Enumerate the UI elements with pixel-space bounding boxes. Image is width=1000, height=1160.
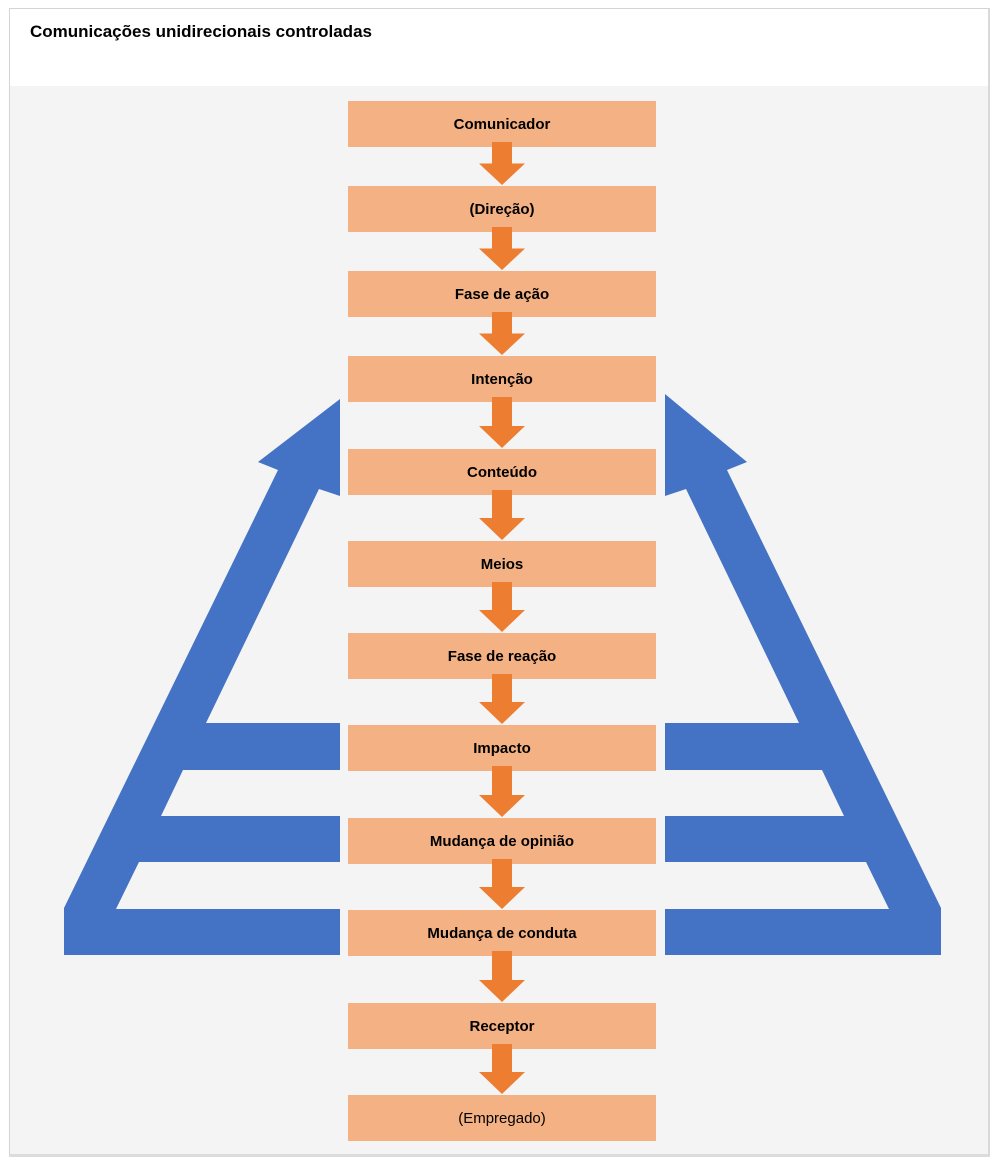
step-label: Impacto bbox=[473, 740, 531, 757]
step-box-shape bbox=[348, 101, 656, 147]
down-arrow-icon bbox=[479, 490, 525, 540]
step-box: Comunicador bbox=[348, 101, 656, 147]
down-arrow-icon bbox=[479, 674, 525, 724]
step-box-shape bbox=[348, 186, 656, 232]
down-arrow-icon bbox=[479, 582, 525, 632]
feedback-arrows bbox=[64, 394, 941, 955]
down-arrow-icon bbox=[479, 142, 525, 185]
step-box-shape bbox=[348, 725, 656, 771]
step-box: (Empregado) bbox=[348, 1095, 656, 1141]
step-box: Conteúdo bbox=[348, 449, 656, 495]
steps: Comunicador (Direção) Fase de açãoIntenção… bbox=[348, 101, 656, 1141]
feedback-arrow-right bbox=[665, 394, 941, 955]
step-box-shape bbox=[348, 633, 656, 679]
down-arrow-icon bbox=[479, 766, 525, 817]
step-box: Mudança de conduta bbox=[348, 910, 656, 956]
step-box-shape bbox=[348, 818, 656, 864]
down-arrow-icon bbox=[479, 1044, 525, 1094]
step-box: (Direção) bbox=[348, 186, 656, 232]
step-label: Comunicador bbox=[454, 116, 551, 133]
down-arrow-icon bbox=[479, 397, 525, 448]
step-label: Mudança de opinião bbox=[430, 833, 574, 850]
step-label: Meios bbox=[481, 556, 524, 573]
step-box-shape bbox=[348, 1003, 656, 1049]
page-title: Comunicações unidirecionais controladas bbox=[30, 22, 372, 41]
step-label: Fase de reação bbox=[448, 648, 556, 665]
header: Comunicações unidirecionais controladas bbox=[10, 9, 988, 87]
step-label: Intenção bbox=[471, 371, 533, 388]
step-box-shape bbox=[348, 910, 656, 956]
step-label: Mudança de conduta bbox=[427, 925, 577, 942]
step-box: Fase de reação bbox=[348, 633, 656, 679]
step-box: Impacto bbox=[348, 725, 656, 771]
down-arrows bbox=[479, 142, 525, 1094]
step-label: Fase de ação bbox=[455, 286, 549, 303]
step-box-shape bbox=[348, 1095, 656, 1141]
step-box: Receptor bbox=[348, 1003, 656, 1049]
down-arrow-icon bbox=[479, 227, 525, 270]
down-arrow-icon bbox=[479, 951, 525, 1002]
step-box-shape bbox=[348, 356, 656, 402]
step-box: Mudança de opinião bbox=[348, 818, 656, 864]
step-box: Meios bbox=[348, 541, 656, 587]
down-arrow-icon bbox=[479, 312, 525, 355]
step-box-shape bbox=[348, 541, 656, 587]
step-label: (Direção) bbox=[469, 201, 534, 218]
step-box-shape bbox=[348, 271, 656, 317]
step-box: Intenção bbox=[348, 356, 656, 402]
step-box: Fase de ação bbox=[348, 271, 656, 317]
step-label: (Empregado) bbox=[458, 1110, 546, 1127]
down-arrow-icon bbox=[479, 859, 525, 909]
step-box-shape bbox=[348, 449, 656, 495]
feedback-arrow-left bbox=[64, 399, 340, 955]
step-label: Conteúdo bbox=[467, 464, 537, 481]
step-label: Receptor bbox=[469, 1018, 534, 1035]
